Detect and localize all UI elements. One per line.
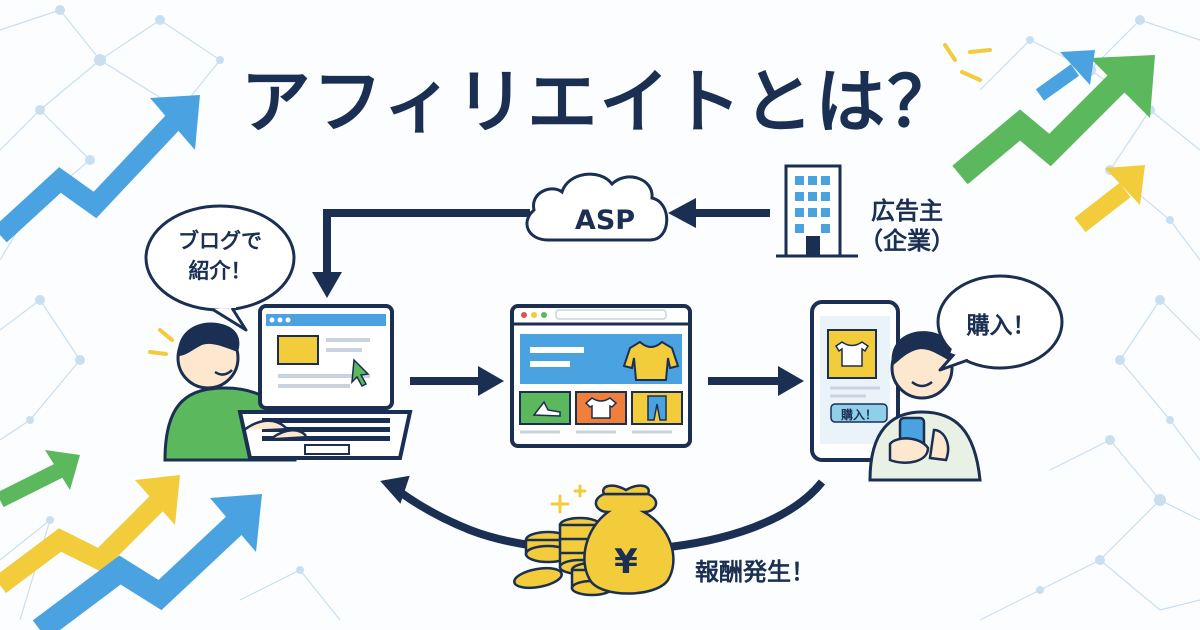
- buyer-bubble-text: 購入！: [966, 313, 1036, 339]
- money-bag-icon: [513, 484, 675, 597]
- trend-arrow-icon: [0, 450, 262, 630]
- blogger-bubble-text: ブログで 紹介！: [152, 226, 288, 286]
- advertiser-label-line1: 広告主: [871, 197, 943, 225]
- trend-arrow-icon: [952, 50, 1155, 233]
- arrow-asp-to-blogger: [323, 209, 530, 280]
- phone-buy-badge: 購入！: [840, 408, 877, 422]
- smartphone-icon: [810, 300, 900, 462]
- trend-arrow-icon: [0, 95, 200, 243]
- shop-website-icon: [510, 304, 692, 448]
- cloud-icon: [525, 172, 669, 242]
- blogger-bubble-line2: 紹介！: [188, 259, 252, 283]
- building-icon: [776, 164, 858, 258]
- asp-label: ASP: [574, 205, 636, 236]
- blogger-bubble-line1: ブログで: [178, 229, 262, 253]
- sparkle-icon: [550, 484, 587, 514]
- reward-label: 報酬発生！: [695, 558, 815, 586]
- sparkle-icon: [943, 43, 992, 82]
- page-title: アフィリエイトとは？: [240, 61, 960, 143]
- buyer-person-icon: [868, 331, 982, 482]
- advertiser-label-line2: （企業）: [859, 227, 955, 255]
- speech-bubble: [144, 204, 296, 332]
- speech-bubble: [936, 274, 1064, 372]
- advertiser-label: 広告主 （企業）: [852, 196, 962, 256]
- yen-symbol: ¥: [614, 542, 638, 582]
- laptop-icon: [237, 304, 413, 460]
